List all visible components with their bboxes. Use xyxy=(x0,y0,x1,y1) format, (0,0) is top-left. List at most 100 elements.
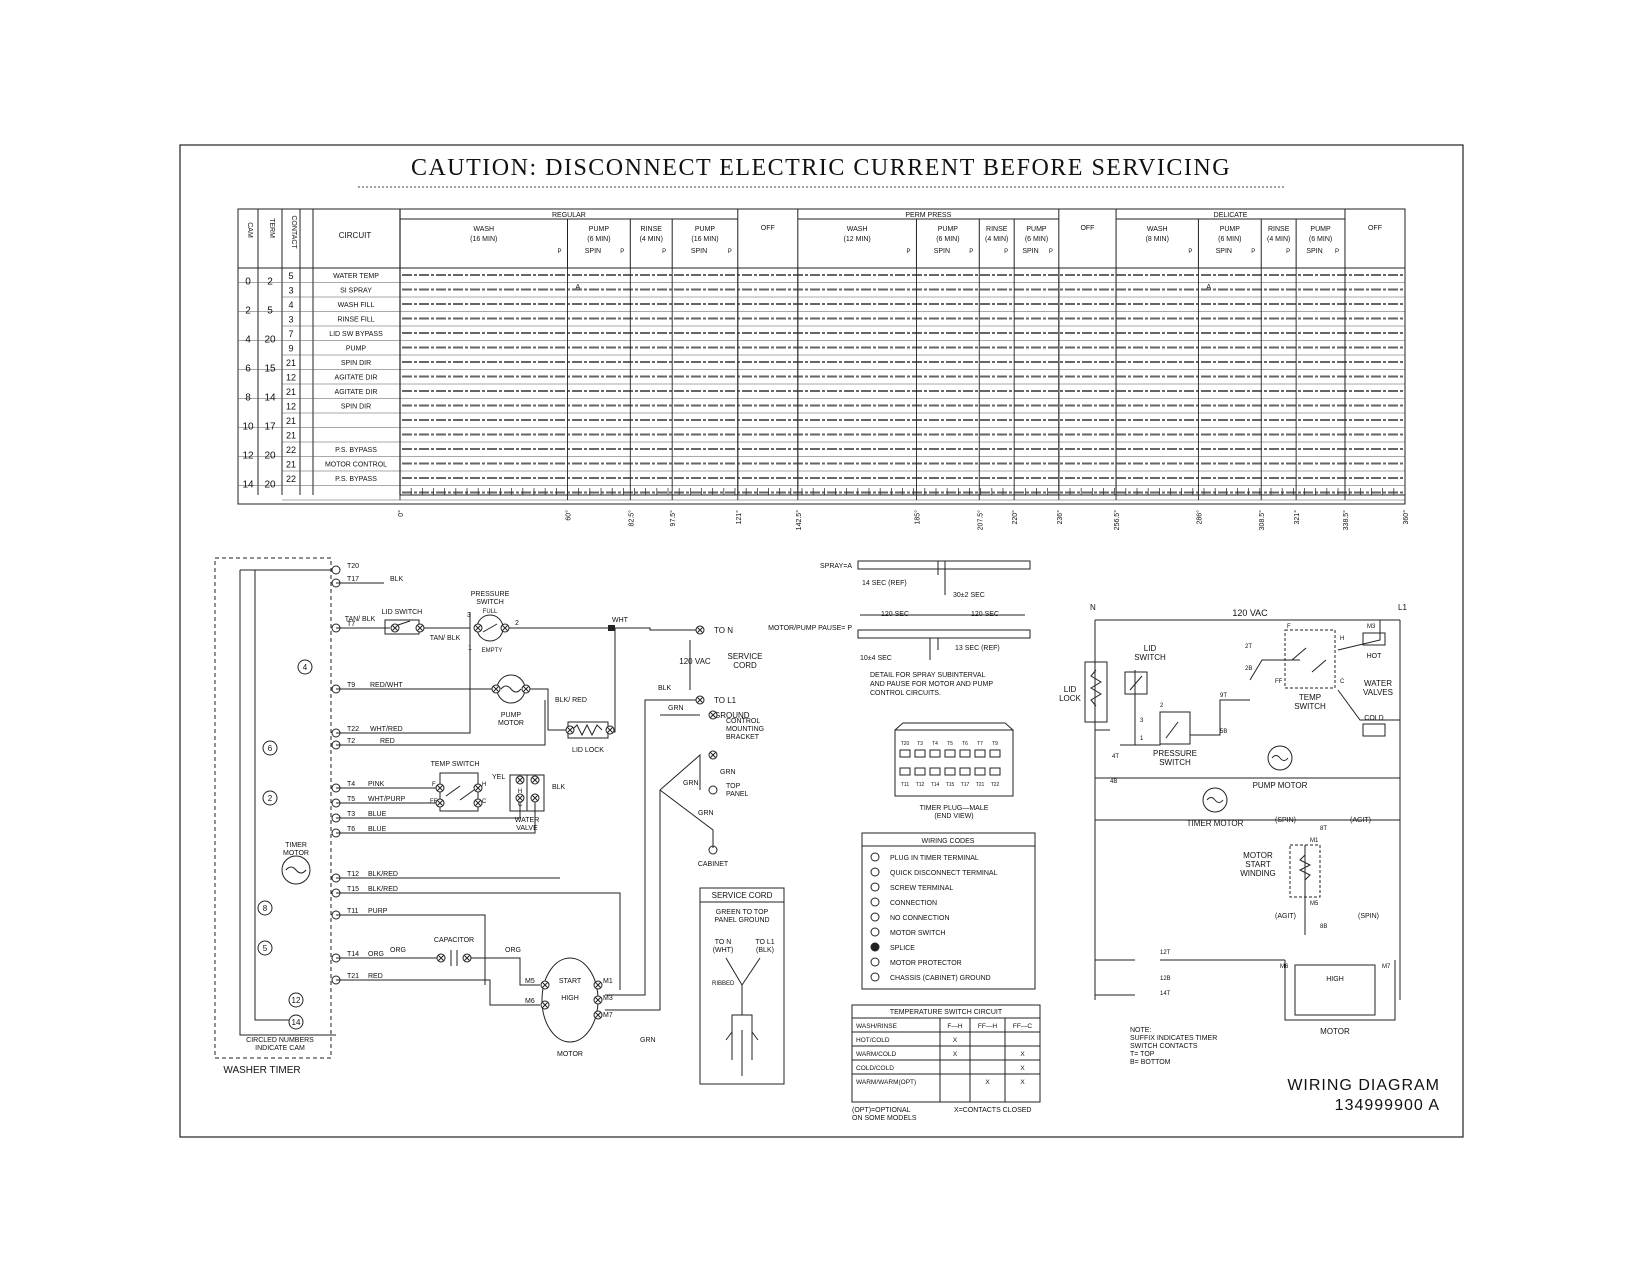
degree-label: 60° xyxy=(565,510,573,521)
motor-start-winding-coil xyxy=(1298,854,1312,881)
n-label: N xyxy=(1090,603,1096,612)
wire-grn-top-panel xyxy=(659,753,701,791)
plug-pin-label-bottom: T15 xyxy=(946,782,955,788)
timer-plug-top xyxy=(894,722,1014,731)
pause-mark: P xyxy=(1335,249,1339,255)
temp-table-header: WASH/RINSE xyxy=(856,1023,898,1030)
t-4t: 4T xyxy=(1112,754,1119,760)
quick-disconnect-x xyxy=(474,784,482,792)
washer-timer-schematic: WASHER TIMER CIRCLED NUMBERS INDICATE CA… xyxy=(214,557,406,1076)
off-label: OFF xyxy=(761,225,775,232)
phase-name: PUMP xyxy=(695,226,716,233)
phase-time: (6 MIN) xyxy=(587,236,610,243)
motor-high-label: HIGH xyxy=(561,995,579,1002)
lid-lock-right-2: LOCK xyxy=(1059,694,1081,703)
row-circuit: WASH FILL xyxy=(338,302,375,309)
row-contact: 21 xyxy=(286,358,296,368)
temp-table-cell: X xyxy=(1020,1065,1025,1072)
phase-sub: SPIN xyxy=(1216,248,1232,255)
phase-sub: SPIN xyxy=(934,248,950,255)
tan-blk-label-2: TAN/ BLK xyxy=(430,635,461,642)
circuit-header: CIRCUIT xyxy=(339,231,372,240)
row-cam: 8 xyxy=(245,393,251,404)
phase-name: RINSE xyxy=(1268,226,1290,233)
water-valve-label2: VALVE xyxy=(516,825,538,832)
spray-a-label: SPRAY=A xyxy=(820,563,852,570)
quick-disconnect-x xyxy=(501,624,509,632)
tan-blk-label: TAN/ BLK xyxy=(345,616,376,623)
grn-motor-label: GRN xyxy=(640,1037,656,1044)
quick-disconnect-x xyxy=(436,799,444,807)
pump-motor-right-label: PUMP MOTOR xyxy=(1253,781,1308,790)
plug-pin-label-bottom: T17 xyxy=(961,782,970,788)
quick-disconnect-x xyxy=(516,776,524,784)
temp-switch-contacts xyxy=(445,785,475,801)
temp-foot-right: X=CONTACTS CLOSED xyxy=(954,1107,1031,1114)
plug-pin-label-top: T5 xyxy=(947,741,953,747)
cord-to-n-color: (WHT) xyxy=(713,947,734,954)
timer-terminal-label: T17 xyxy=(347,576,359,583)
code-label: MOTOR SWITCH xyxy=(890,930,945,937)
part-number: 134999900 A xyxy=(1335,1097,1440,1114)
service-cord-label1: SERVICE xyxy=(728,652,763,661)
quick-disconnect-x xyxy=(709,751,717,759)
temp-table-cell: WARM/COLD xyxy=(856,1051,897,1058)
phase-time: (6 MIN) xyxy=(1025,236,1048,243)
timer-terminal-label: T4 xyxy=(347,781,355,788)
cam-circle xyxy=(257,940,273,956)
control-bracket-label1: CONTROL xyxy=(726,718,760,725)
ps-term-3: 3 xyxy=(467,612,471,619)
m1-label: M1 xyxy=(603,978,613,985)
m7-label: M7 xyxy=(603,1012,613,1019)
plug-pin-top xyxy=(944,749,956,758)
phase-time: (6 MIN) xyxy=(936,236,959,243)
cam-circle xyxy=(262,790,278,806)
plug-pin-label-bottom: T12 xyxy=(916,782,925,788)
rts-c: C xyxy=(1340,679,1345,685)
row-circuit: SPIN DIR xyxy=(341,360,371,367)
wire-grn-cabinet xyxy=(659,789,714,848)
cam-circle xyxy=(262,740,278,756)
chart-degree-axis: 0°60°82.5°97.5°121°142.5°185°207.5°220°2… xyxy=(397,268,1410,530)
plug-pin-bottom xyxy=(914,767,926,776)
timer-plug-caption2: (END VIEW) xyxy=(934,813,973,820)
row-contact: 21 xyxy=(286,416,296,426)
quick-disconnect-x xyxy=(463,954,471,962)
plug-pin-bottom xyxy=(959,767,971,776)
wire-color-label: RED xyxy=(380,738,395,745)
quick-disconnect-x xyxy=(541,1001,549,1009)
phase-name: WASH xyxy=(847,226,868,233)
pressure-switch-blade xyxy=(482,623,498,633)
m7-right: M7 xyxy=(1382,964,1391,970)
row-term: 14 xyxy=(264,393,276,404)
temp-switch-right-box xyxy=(1284,629,1336,689)
wire-color-label: WHT/RED xyxy=(370,726,403,733)
ps-term-2: 2 xyxy=(515,620,519,627)
quick-disconnect-x xyxy=(437,954,445,962)
motor-label-left: MOTOR xyxy=(557,1051,583,1058)
temp-table-cell: COLD/COLD xyxy=(856,1065,894,1072)
t13-label: 13 SEC (REF) xyxy=(955,645,1000,652)
code-symbol xyxy=(870,882,880,892)
motor-right-body xyxy=(1294,964,1376,1016)
phase-sub: SPIN xyxy=(1022,248,1038,255)
temp-table-cell: HOT/COLD xyxy=(856,1037,890,1044)
pump-motor-label1: PUMP xyxy=(501,712,522,719)
temp-table-cell: X xyxy=(1020,1079,1025,1086)
cam-number: 14 xyxy=(292,1018,301,1027)
service-cord-title: SERVICE CORD xyxy=(712,891,773,900)
lid-switch-right-blade xyxy=(1129,675,1143,691)
degree-label: 338.5° xyxy=(1342,510,1350,531)
note-4: T= TOP xyxy=(1130,1051,1155,1058)
pause-mark: P xyxy=(1049,249,1053,255)
motor-right-label: MOTOR xyxy=(1320,1027,1350,1036)
pressure-switch-label1: PRESSURE xyxy=(471,591,510,598)
wire-whtred-t22 xyxy=(336,612,471,734)
motor-frame xyxy=(1284,960,1396,1021)
temp-table-header: FF—H xyxy=(978,1023,997,1030)
